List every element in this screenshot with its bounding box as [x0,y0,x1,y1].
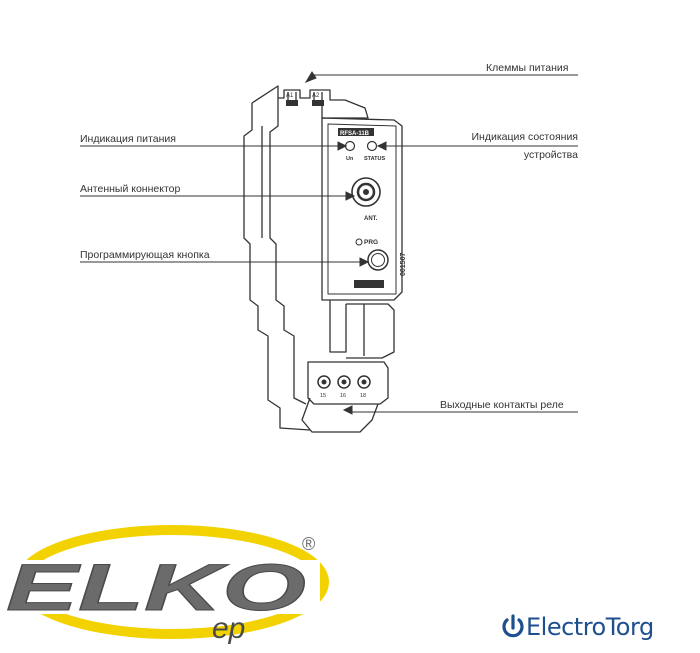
ant-label: ANT. [364,216,378,222]
led-status-icon [366,140,378,152]
electrotorg-logo: ElectroTorg [500,612,654,642]
callout-device-status-line2: устройства [523,149,578,161]
out-16-label: 16 [340,393,346,399]
electrotorg-wordmark: ElectroTorg [526,613,654,641]
callout-program-button: Программирующая кнопка [80,249,210,261]
terminal-a2-mark: A2 [312,93,320,99]
elko-wordmark: ELKO [6,550,306,624]
callout-relay-outputs: Выходные контакты реле [440,399,564,411]
elko-ep-wordmark: ep [212,612,245,645]
callout-power-indication: Индикация питания [80,133,176,145]
elko-logo: ELKO ep ® [0,525,329,645]
registered-mark: ® [302,534,315,554]
prg-label: PRG [364,239,378,246]
power-icon [502,614,524,638]
bottom-label-strip [354,280,384,288]
model-strip [338,128,374,136]
top-terminals [286,100,324,106]
out-15-label: 15 [320,393,326,399]
serial-label: 001507 [400,253,407,276]
callout-lines [80,71,578,415]
device-diagram: A1 A2 RFSA-11B Un STATUS ANT. PRG 001507… [80,71,578,433]
terminal-a1-mark: A1 [286,93,294,99]
device-outline [243,85,403,433]
model-label: RFSA-11B [340,131,370,137]
led-un-label: Un [346,156,354,162]
output-terminals [317,375,371,389]
callout-device-status-line1: Индикация состояния [471,131,578,143]
out-18-label: 18 [360,393,366,399]
callout-antenna-connector: Антенный коннектор [80,183,181,195]
program-button-icon [367,249,389,271]
callout-power-terminals: Клеммы питания [486,62,569,74]
led-status-label: STATUS [364,156,386,162]
antenna-connector-icon [351,177,381,207]
